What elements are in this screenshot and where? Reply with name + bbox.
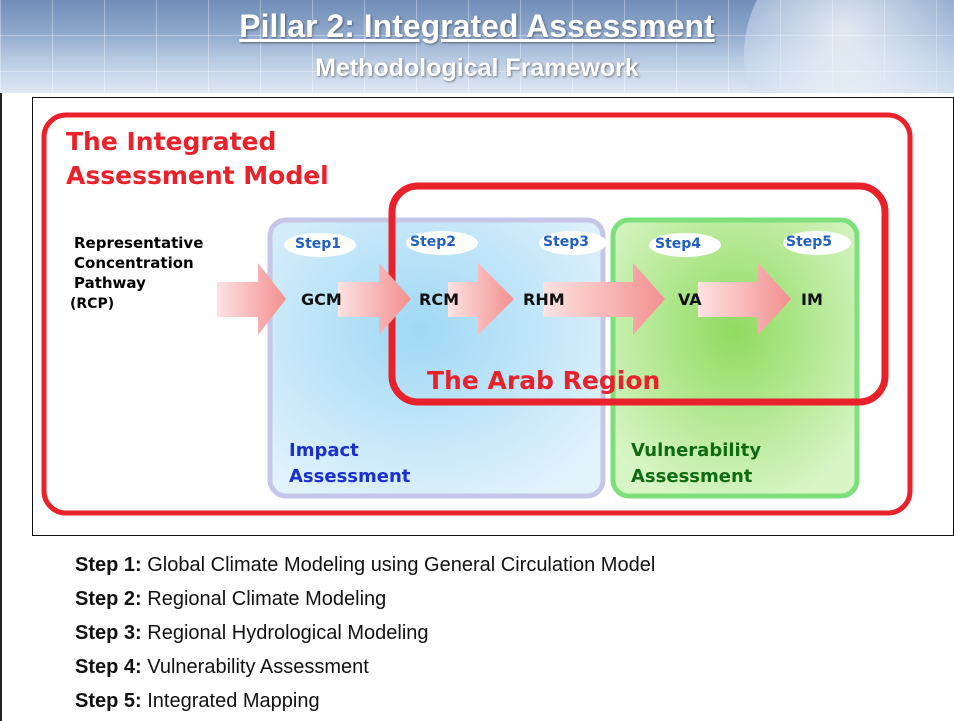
legend-row: Step 4: Vulnerability Assessment bbox=[75, 650, 655, 684]
model-title-line2: Assessment Model bbox=[66, 161, 329, 190]
step3-tag-bg bbox=[539, 231, 607, 255]
header-banner bbox=[0, 0, 954, 93]
legend-step-label: Step 3: bbox=[75, 622, 142, 644]
rcp-label-line2: Concentration bbox=[74, 254, 194, 272]
step5-tag: Step5 bbox=[786, 234, 833, 250]
arrow-rcp-to-gcm bbox=[217, 263, 286, 335]
vulnerability-assessment-box bbox=[610, 217, 860, 499]
gcm-label: GCM bbox=[301, 290, 342, 309]
step4-tag: Step4 bbox=[655, 236, 702, 252]
arrow-va-to-im bbox=[698, 263, 791, 335]
step5-tag-bg bbox=[783, 231, 851, 255]
arrow-rhm-to-va bbox=[543, 263, 665, 335]
model-title-line1: The Integrated bbox=[66, 127, 277, 156]
rcp-label-line3: Pathway bbox=[74, 274, 146, 292]
legend-step-text: Regional Climate Modeling bbox=[147, 588, 387, 610]
legend-row: Step 2: Regional Climate Modeling bbox=[75, 582, 655, 616]
step2-tag-bg bbox=[406, 231, 478, 255]
arab-region-label: The Arab Region bbox=[427, 366, 661, 395]
step-legend: Step 1: Global Climate Modeling using Ge… bbox=[75, 548, 655, 718]
vulnerability-label-line2: Assessment bbox=[631, 466, 753, 487]
rcm-label: RCM bbox=[419, 290, 459, 309]
vulnerability-label-line1: Vulnerability bbox=[631, 440, 762, 461]
legend-step-label: Step 5: bbox=[75, 690, 142, 712]
rhm-label: RHM bbox=[523, 290, 565, 309]
legend-row: Step 3: Regional Hydrological Modeling bbox=[75, 616, 655, 650]
step1-tag: Step1 bbox=[295, 236, 342, 252]
legend-step-text: Integrated Mapping bbox=[147, 690, 320, 712]
legend-row: Step 1: Global Climate Modeling using Ge… bbox=[75, 548, 655, 582]
legend-row: Step 5: Integrated Mapping bbox=[75, 684, 655, 718]
integrated-model-box bbox=[41, 112, 913, 516]
legend-step-label: Step 4: bbox=[75, 656, 142, 678]
step3-tag: Step3 bbox=[543, 234, 590, 250]
globe-decoration-icon bbox=[744, 0, 954, 93]
legend-step-text: Regional Hydrological Modeling bbox=[147, 622, 429, 644]
legend-step-text: Global Climate Modeling using General Ci… bbox=[147, 554, 656, 576]
legend-step-label: Step 2: bbox=[75, 588, 142, 610]
legend-step-label: Step 1: bbox=[75, 554, 142, 576]
im-label: IM bbox=[801, 290, 823, 309]
rcp-label-line4: (RCP) bbox=[70, 296, 115, 312]
arrow-gcm-to-rcm bbox=[338, 263, 411, 335]
arrow-rcm-to-rhm bbox=[448, 263, 514, 335]
page-subtitle: Methodological Framework bbox=[315, 54, 639, 82]
va-label: VA bbox=[678, 290, 702, 309]
rcp-label-line1: Representative bbox=[74, 234, 204, 252]
step2-tag: Step2 bbox=[410, 234, 457, 250]
left-margin-line bbox=[0, 93, 2, 721]
step4-tag-bg bbox=[649, 233, 721, 257]
diagram-frame: The Integrated Assessment Model Represen… bbox=[32, 97, 954, 536]
impact-label-line1: Impact bbox=[289, 440, 359, 461]
impact-label-line2: Assessment bbox=[289, 466, 411, 487]
step1-tag-bg bbox=[284, 233, 356, 257]
framework-diagram bbox=[41, 112, 913, 516]
page-title: Pillar 2: Integrated Assessment bbox=[239, 8, 715, 44]
legend-step-text: Vulnerability Assessment bbox=[147, 656, 369, 678]
